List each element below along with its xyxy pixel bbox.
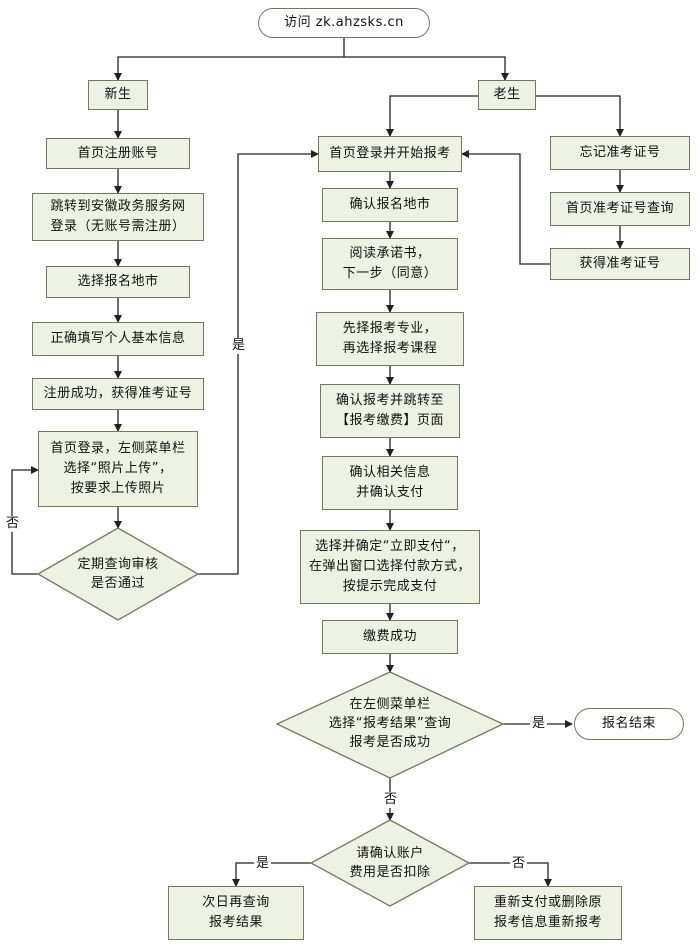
register-success-text: 注册成功，获得准考证号 <box>43 386 193 401</box>
get-no-box: 获得准考证号 <box>550 248 690 280</box>
arrow-old-to-forgot <box>536 95 624 137</box>
review-no-label: 否 <box>4 516 22 532</box>
deduct-yes-label: 是 <box>254 856 272 872</box>
repay-box: 重新支付或删除原 报考信息重新报考 <box>474 886 622 940</box>
check-result-diamond <box>275 671 505 779</box>
confirm-city-box: 确认报名地市 <box>322 188 458 222</box>
visit-text: 访问 zk.ahzsks.cn <box>284 15 404 30</box>
result-yes-label: 是 <box>530 716 548 732</box>
arrow-old-to-login <box>386 95 478 137</box>
pay-now-text-1: 选择并确定“立即支付“， <box>315 539 465 554</box>
confirm-info-text-2: 并确认支付 <box>356 485 424 500</box>
arrow-get-to-login <box>461 150 550 265</box>
upload-photo-text-2: 选择“照片上传”， <box>63 461 173 476</box>
confirm-info-text-1: 确认相关信息 <box>349 465 431 480</box>
forgot-no-box: 忘记准考证号 <box>550 136 690 170</box>
jump-gov-text-1: 跳转到安徽政务服务网 <box>50 199 186 214</box>
old-student-text: 老生 <box>493 87 521 102</box>
jump-gov-text-2: 登录（无账号需注册） <box>50 219 186 234</box>
confirm-deduct-text-1: 请确认账户 <box>356 846 424 861</box>
register-success-box: 注册成功，获得准考证号 <box>32 378 204 410</box>
arrow-deduct-yes <box>232 862 311 887</box>
confirm-jump-text-1: 确认报考并跳转至 <box>335 393 444 408</box>
review-yes-label: 是 <box>230 338 248 354</box>
forgot-no-text: 忘记准考证号 <box>579 145 661 160</box>
confirm-jump-box: 确认报考并跳转至 【报考缴费】页面 <box>320 384 460 438</box>
home-register-box: 首页注册账号 <box>46 138 190 169</box>
deduct-no-label: 否 <box>510 856 528 872</box>
check-result-label: 在左侧菜单栏 选择“报考结果”查询 报考是否成功 <box>300 695 480 752</box>
pay-now-text-2: 在弹出窗口选择付款方式， <box>308 559 471 574</box>
old-student-box: 老生 <box>478 80 536 110</box>
visit-terminal: 访问 zk.ahzsks.cn <box>258 8 430 38</box>
fill-info-box: 正确填写个人基本信息 <box>32 322 204 356</box>
new-student-box: 新生 <box>88 80 148 110</box>
check-result-text-3: 报考是否成功 <box>349 735 431 750</box>
check-result-text-2: 选择“报考结果”查询 <box>328 716 452 731</box>
result-no-label: 否 <box>382 792 400 808</box>
select-city-left-box: 选择报名地市 <box>46 266 190 298</box>
confirm-deduct-label: 请确认账户 费用是否扣除 <box>330 844 450 882</box>
pay-success-box: 缴费成功 <box>322 620 458 654</box>
upload-photo-box: 首页登录，左侧菜单栏 选择“照片上传”， 按要求上传照片 <box>38 431 198 507</box>
upload-photo-text-1: 首页登录，左侧菜单栏 <box>50 441 186 456</box>
next-day-text-2: 报考结果 <box>208 915 263 930</box>
arrow-review-yes <box>198 150 319 575</box>
confirm-deduct-text-2: 费用是否扣除 <box>349 865 431 880</box>
review-check-text-1: 定期查询审核 <box>77 557 159 572</box>
upload-photo-text-3: 按要求上传照片 <box>70 481 166 496</box>
confirm-city-text: 确认报名地市 <box>349 197 431 212</box>
repay-text-1: 重新支付或删除原 <box>493 895 602 910</box>
reg-end-text: 报名结束 <box>601 716 656 731</box>
read-promise-text-2: 下一步（同意） <box>342 266 438 281</box>
home-register-text: 首页注册账号 <box>77 145 159 161</box>
pay-success-text: 缴费成功 <box>362 629 417 644</box>
select-major-text-1: 先择报考专业， <box>342 321 438 336</box>
next-day-box: 次日再查询 报考结果 <box>168 886 304 940</box>
review-check-label: 定期查询审核 是否通过 <box>58 555 178 593</box>
select-major-box: 先择报考专业， 再选择报考课程 <box>316 312 464 366</box>
query-no-text: 首页准考证号查询 <box>565 201 674 216</box>
check-result-text-1: 在左侧菜单栏 <box>349 697 431 712</box>
pay-now-text-3: 按提示完成支付 <box>342 579 438 594</box>
jump-gov-box: 跳转到安徽政务服务网 登录（无账号需注册） <box>32 193 204 241</box>
select-city-left-text: 选择报名地市 <box>77 274 159 289</box>
arrow-visit-to-old <box>344 56 509 81</box>
next-day-text-1: 次日再查询 <box>202 895 270 910</box>
arrow-deduct-no <box>469 862 552 887</box>
read-promise-box: 阅读承诺书， 下一步（同意） <box>322 238 458 290</box>
select-major-text-2: 再选择报考课程 <box>342 341 438 356</box>
review-check-text-2: 是否通过 <box>90 576 145 591</box>
query-no-box: 首页准考证号查询 <box>550 192 690 226</box>
pay-now-box: 选择并确定“立即支付“， 在弹出窗口选择付款方式， 按提示完成支付 <box>300 530 480 604</box>
arrow-visit-to-new <box>114 38 345 81</box>
new-student-text: 新生 <box>104 87 132 102</box>
login-start-box: 首页登录并开始报考 <box>318 136 462 172</box>
review-check-diamond <box>36 527 200 621</box>
confirm-jump-text-2: 【报考缴费】页面 <box>335 413 444 428</box>
fill-info-text: 正确填写个人基本信息 <box>50 331 186 346</box>
confirm-deduct-diamond <box>309 819 471 907</box>
confirm-info-box: 确认相关信息 并确认支付 <box>322 456 458 510</box>
read-promise-text-1: 阅读承诺书， <box>349 246 431 261</box>
get-no-text: 获得准考证号 <box>579 256 661 271</box>
repay-text-2: 报考信息重新报考 <box>493 915 602 930</box>
reg-end-terminal: 报名结束 <box>574 708 684 740</box>
login-start-text: 首页登录并开始报考 <box>329 146 451 161</box>
